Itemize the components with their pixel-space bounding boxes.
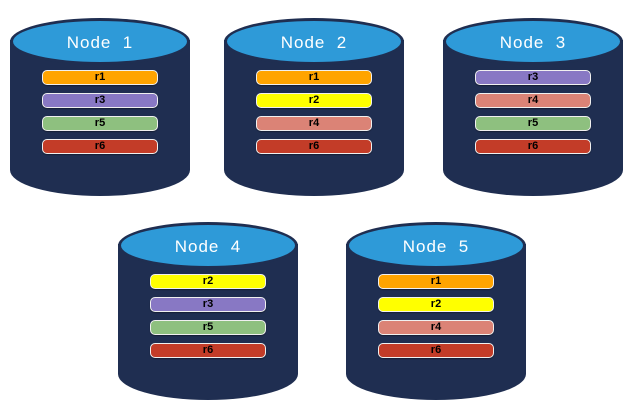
replica-bar-r4: r4 [378, 320, 494, 335]
replica-bar-r3: r3 [42, 93, 158, 108]
replica-bar-r5: r5 [42, 116, 158, 131]
database-cylinder-top: Node 4 [118, 222, 298, 269]
replica-list: r2 r3 r5 r6 [150, 274, 266, 366]
database-cylinder-top: Node 5 [346, 222, 526, 269]
node-5: Node 5 r1 r2 r4 r6 [346, 212, 526, 402]
node-1: Node 1 r1 r3 r5 r6 [10, 8, 190, 198]
node-3: Node 3 r3 r4 r5 r6 [443, 8, 623, 198]
database-cylinder-top: Node 2 [224, 18, 404, 65]
replica-bar-r1: r1 [378, 274, 494, 289]
replica-bar-r2: r2 [378, 297, 494, 312]
replica-bar-r1: r1 [42, 70, 158, 85]
replica-list: r1 r3 r5 r6 [42, 70, 158, 162]
replica-bar-r3: r3 [475, 70, 591, 85]
replica-bar-r6: r6 [256, 139, 372, 154]
replica-bar-r2: r2 [150, 274, 266, 289]
replica-bar-r6: r6 [150, 343, 266, 358]
node-title: Node 4 [174, 236, 242, 256]
node-title: Node 5 [402, 236, 470, 256]
node-title: Node 1 [66, 32, 134, 52]
node-2: Node 2 r1 r2 r4 r6 [224, 8, 404, 198]
node-title: Node 3 [499, 32, 567, 52]
database-cylinder-top: Node 3 [443, 18, 623, 65]
replica-bar-r3: r3 [150, 297, 266, 312]
replica-list: r1 r2 r4 r6 [378, 274, 494, 366]
replica-bar-r6: r6 [378, 343, 494, 358]
replica-bar-r1: r1 [256, 70, 372, 85]
replica-bar-r6: r6 [475, 139, 591, 154]
replica-list: r3 r4 r5 r6 [475, 70, 591, 162]
replica-bar-r4: r4 [256, 116, 372, 131]
replica-bar-r4: r4 [475, 93, 591, 108]
node-title: Node 2 [280, 32, 348, 52]
database-cylinder-top: Node 1 [10, 18, 190, 65]
replica-bar-r6: r6 [42, 139, 158, 154]
node-4: Node 4 r2 r3 r5 r6 [118, 212, 298, 402]
replica-list: r1 r2 r4 r6 [256, 70, 372, 162]
replica-bar-r5: r5 [150, 320, 266, 335]
replica-bar-r2: r2 [256, 93, 372, 108]
replica-bar-r5: r5 [475, 116, 591, 131]
